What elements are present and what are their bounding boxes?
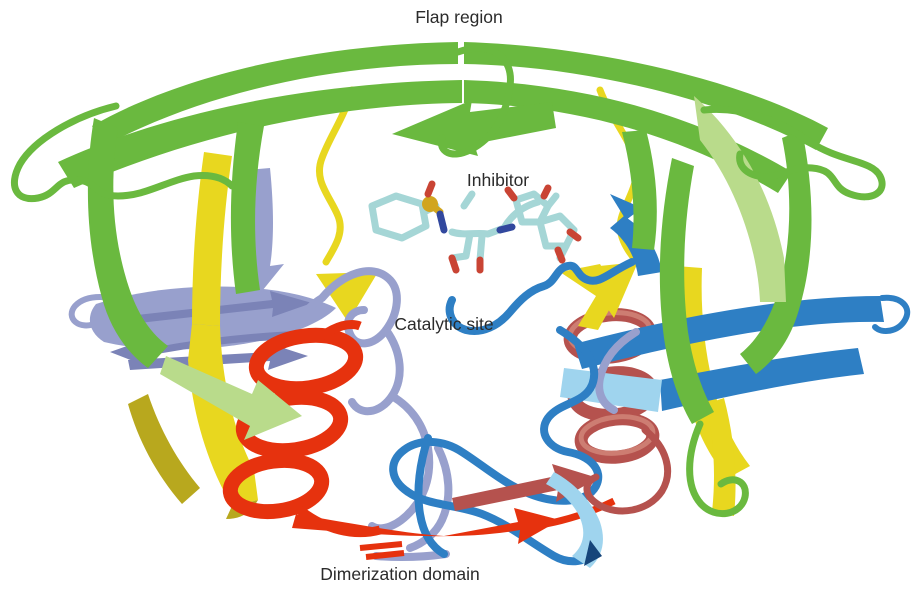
flap-loop-tubes — [10, 44, 886, 518]
dimerization-lightblue-fold — [584, 540, 602, 566]
flap-pale-ribbons — [160, 96, 786, 440]
dimerization-red-strand — [292, 508, 560, 544]
inhibitor-oxygen-bonds — [424, 180, 582, 274]
catalytic-loop-blue — [389, 258, 636, 566]
dimerization-maroon-arrow — [452, 464, 598, 511]
inhibitor-sulfur-bond — [426, 200, 444, 216]
catalytic-site-label: Catalytic site — [394, 314, 494, 334]
inhibitor-label: Inhibitor — [466, 170, 530, 190]
flap-region-label: Flap region — [415, 7, 503, 27]
left-helix — [222, 319, 382, 538]
inhibitor-nitrogen-bonds — [436, 210, 516, 234]
right-blue-sheet-light-segment — [560, 368, 662, 412]
dimerization-lightblue-ribbon — [546, 472, 603, 568]
right-blue-hairpin — [872, 294, 911, 335]
dimerization-domain-label: Dimerization domain — [320, 564, 480, 584]
inhibitor-sticks-carbon — [368, 190, 578, 264]
flap-ribbons — [58, 42, 828, 424]
maroon-hairpin-loop — [583, 426, 672, 515]
yellow-strands — [188, 152, 750, 516]
